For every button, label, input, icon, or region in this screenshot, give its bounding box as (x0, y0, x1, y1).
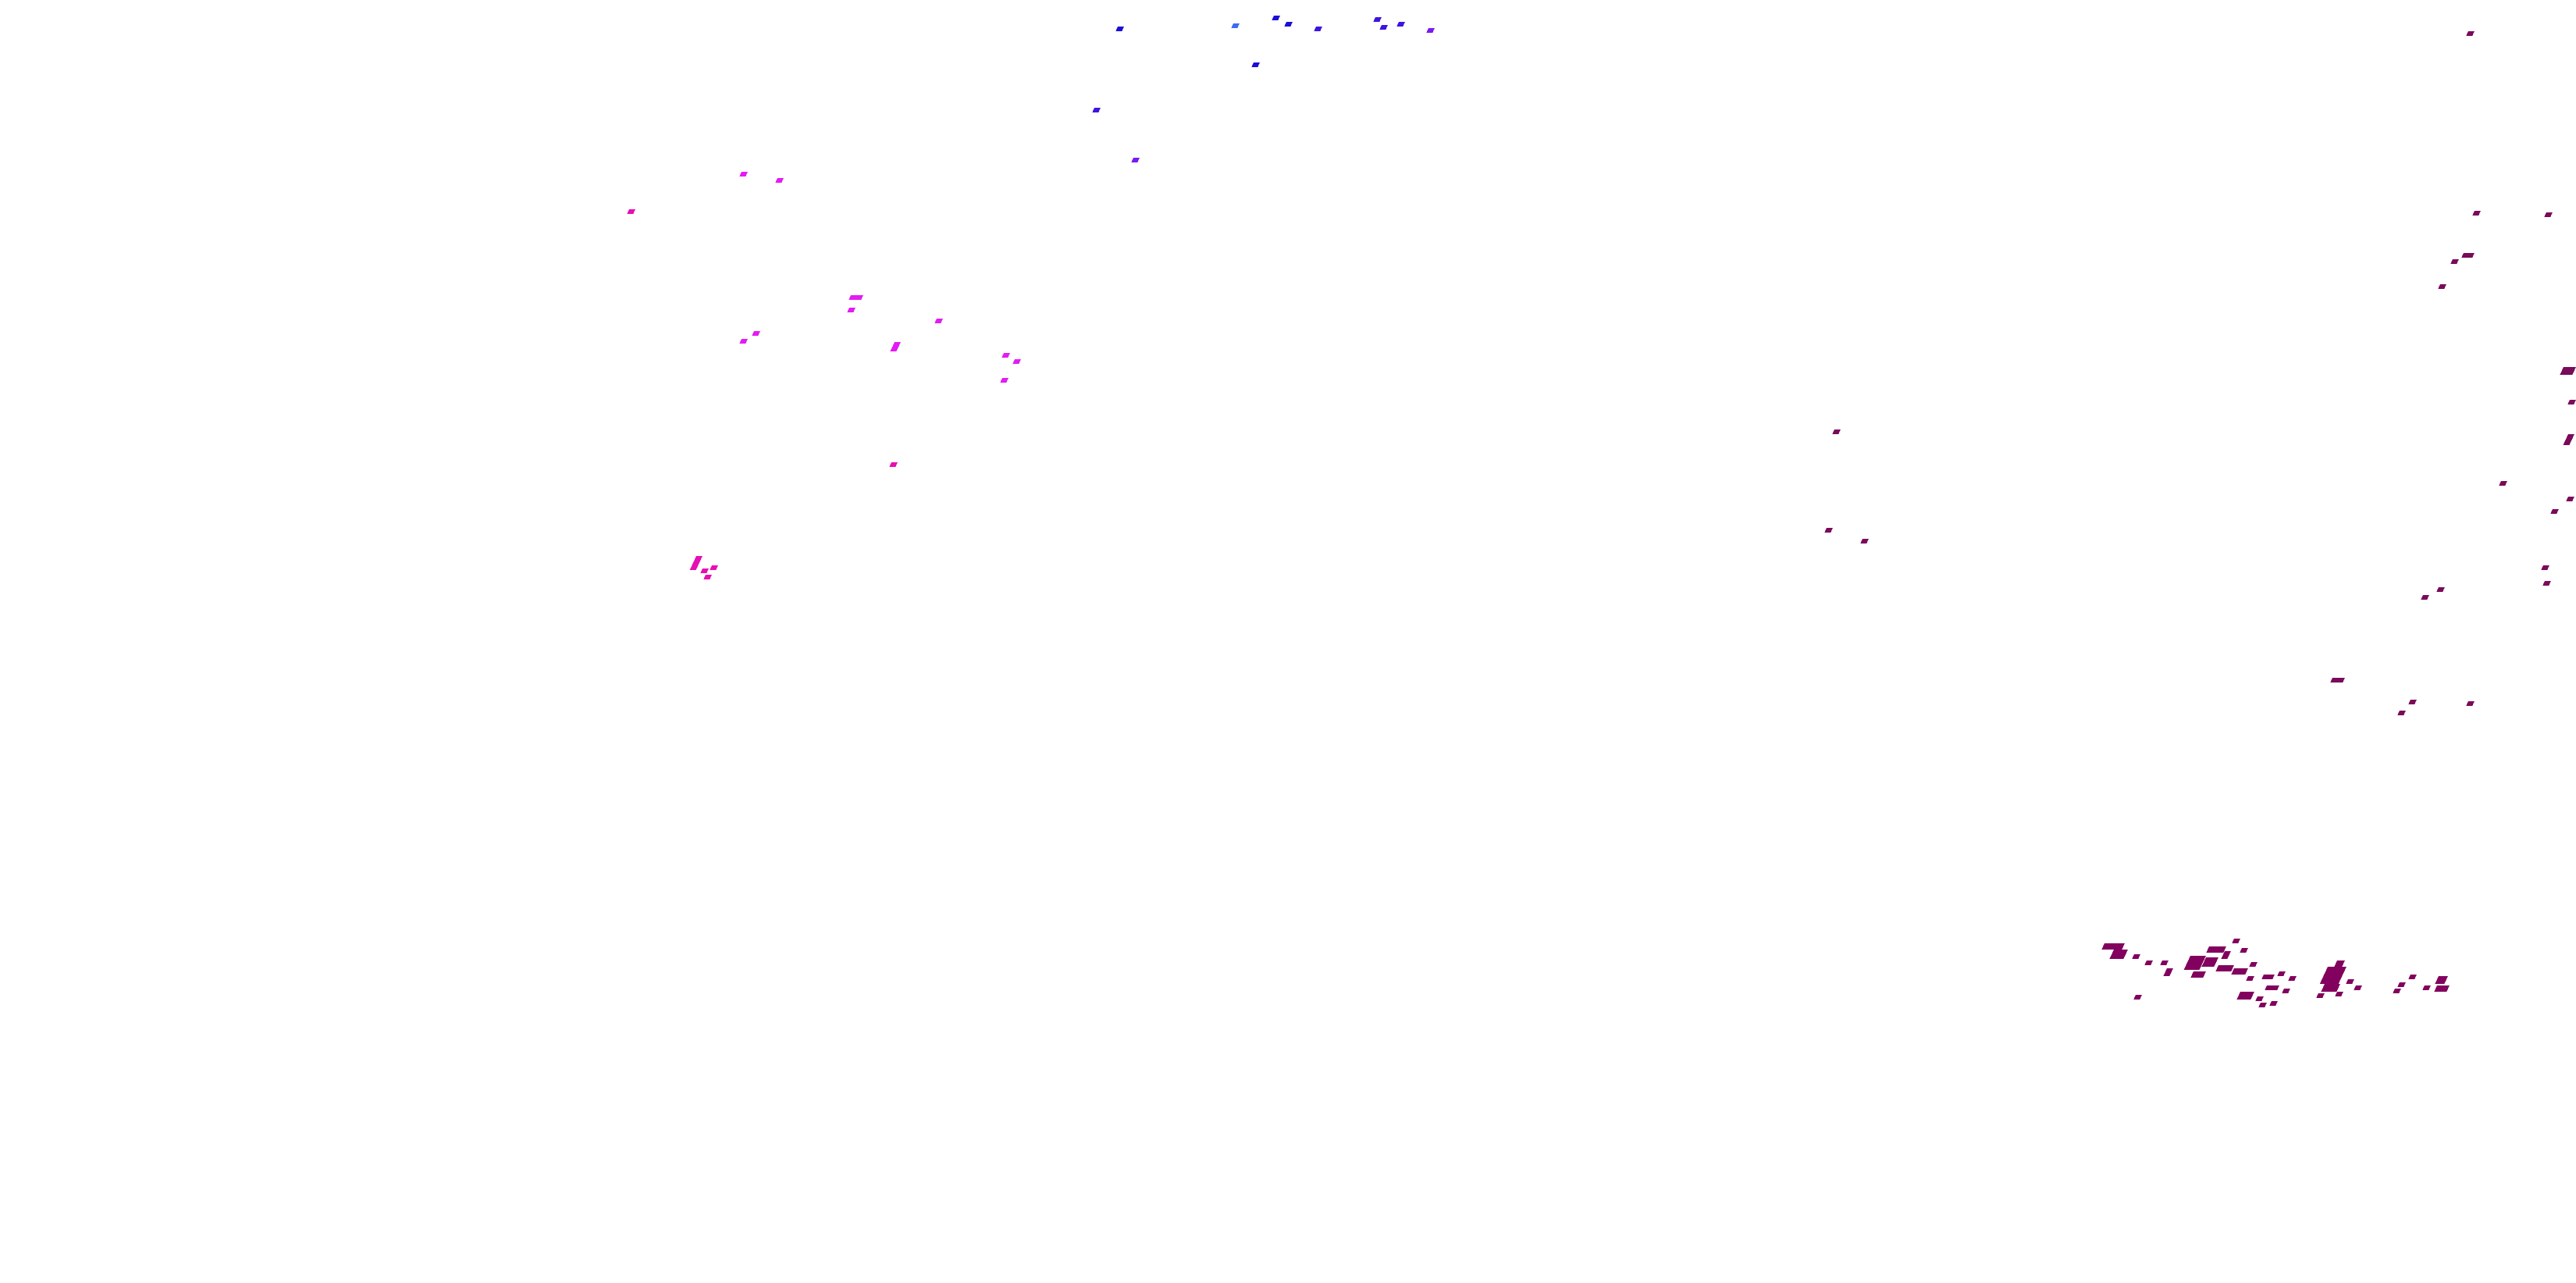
color-fragment (2567, 400, 2576, 405)
color-fragment (1002, 353, 1010, 358)
color-fragment (2261, 975, 2275, 979)
color-fragment (1373, 17, 1382, 22)
color-fragment (2436, 587, 2445, 592)
color-fragment (2183, 956, 2206, 970)
color-fragment (2269, 1001, 2278, 1006)
color-fragment (2231, 968, 2248, 975)
color-fragment (2221, 951, 2231, 959)
color-fragment (2282, 989, 2290, 993)
color-fragment (1832, 429, 1841, 434)
color-fragment (2255, 996, 2264, 1001)
color-fragment (2461, 253, 2475, 258)
color-fragment (889, 462, 898, 467)
color-fragment (2438, 284, 2446, 289)
color-fragment (2321, 984, 2340, 992)
color-fragment (2334, 960, 2345, 967)
color-fragment (2236, 992, 2254, 1000)
color-fragment (739, 339, 748, 344)
color-fragment (2330, 678, 2345, 682)
color-fragment (1231, 23, 1240, 28)
color-fragment (1397, 22, 1405, 27)
color-fragment (2215, 965, 2234, 971)
color-fragment (2393, 989, 2401, 993)
color-fragment (2421, 595, 2429, 600)
color-fragment (2450, 259, 2459, 264)
color-fragment (2354, 985, 2362, 990)
color-fragment (1379, 25, 1388, 30)
color-fragment (2408, 700, 2417, 704)
color-fragment (934, 319, 943, 323)
color-fragment (2265, 985, 2279, 990)
color-fragment (2319, 967, 2347, 984)
color-fragment (1284, 22, 1293, 27)
color-fragment (1272, 16, 1280, 20)
color-fragment (1824, 528, 1833, 533)
color-fragment (700, 568, 709, 573)
color-fragment (2566, 497, 2574, 501)
color-fragment (2544, 212, 2553, 217)
color-fragment (739, 172, 748, 176)
color-fragment (2472, 211, 2481, 216)
color-fragment (2160, 960, 2169, 965)
color-fragment (2144, 960, 2153, 965)
color-fragment (2288, 976, 2297, 981)
color-fragment (2206, 946, 2226, 953)
color-fragment (2240, 948, 2248, 953)
color-fragment (2560, 367, 2576, 375)
color-fragment (2466, 31, 2475, 36)
color-fragment (2101, 943, 2125, 950)
color-fragment (2335, 992, 2343, 996)
color-fragment (2563, 434, 2574, 445)
color-fragment (2201, 957, 2218, 967)
color-fragment (2277, 971, 2286, 976)
color-fragment (2132, 954, 2140, 959)
color-fragment (752, 331, 760, 336)
color-fragment (2397, 982, 2406, 987)
color-fragment (2434, 985, 2450, 992)
color-fragment (2232, 939, 2240, 943)
color-fragment (1314, 27, 1322, 31)
color-fragment (2249, 962, 2258, 967)
color-fragment (1012, 359, 1021, 364)
color-fragment (2499, 481, 2507, 486)
color-fragment (2109, 950, 2128, 959)
color-fragment (1000, 378, 1009, 383)
color-fragment (2133, 995, 2142, 1000)
color-fragment (2316, 993, 2325, 998)
color-fragment (689, 556, 703, 570)
color-fragment (2542, 581, 2551, 586)
color-fragment (2397, 711, 2406, 715)
color-fragment (1426, 28, 1435, 33)
color-fragment (2246, 976, 2254, 981)
color-fragment (775, 178, 784, 183)
color-fragment (1251, 62, 1260, 67)
color-fragment (1860, 539, 1869, 543)
color-fragment (703, 575, 712, 579)
color-fragment (2190, 971, 2206, 978)
color-fragment (2466, 701, 2475, 706)
color-fragment (2550, 509, 2559, 514)
color-fragment (710, 565, 718, 570)
color-fragment (1115, 27, 1124, 31)
color-fragment (890, 342, 901, 351)
color-fragment (1092, 108, 1101, 112)
color-fragment (2346, 979, 2354, 984)
color-fragment (2163, 968, 2173, 976)
color-fragment (1131, 158, 1140, 162)
color-fragment (627, 209, 635, 214)
color-fragment (849, 295, 863, 300)
color-fragment (2435, 976, 2448, 984)
color-fragment (2408, 975, 2417, 979)
color-fragment (2258, 1003, 2267, 1007)
color-fragment (2422, 985, 2431, 990)
color-fragment (2541, 565, 2549, 570)
color-fragment (847, 308, 856, 312)
